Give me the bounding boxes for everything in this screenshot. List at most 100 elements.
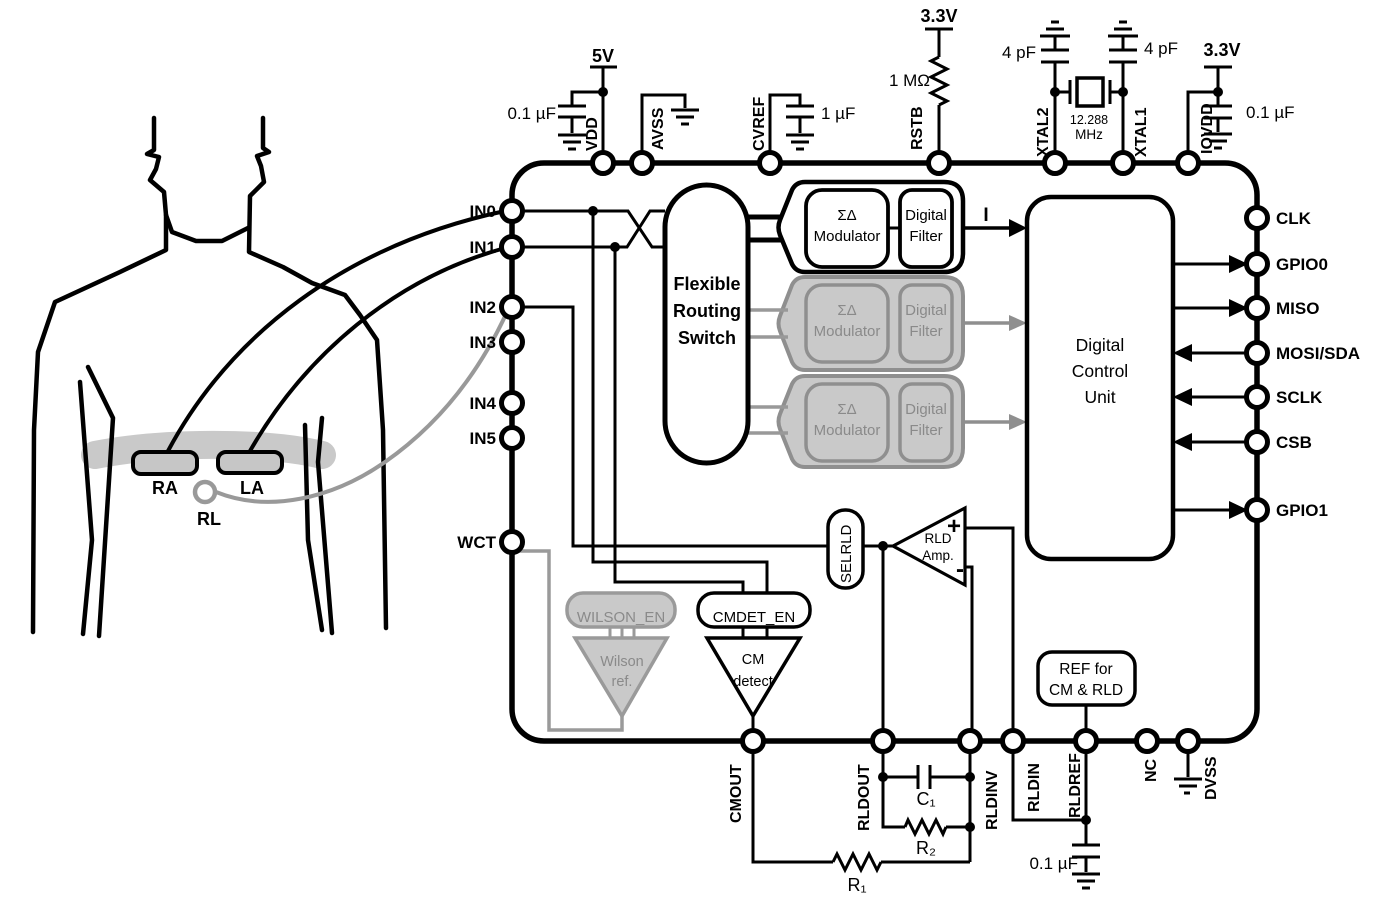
pin-xtal2: [1042, 150, 1068, 176]
cvref-net: [768, 93, 814, 152]
iovdd-cap-ground: [1204, 132, 1232, 150]
pin-cvref: [757, 150, 783, 176]
pin-label-in1: IN1: [470, 238, 496, 257]
lead-wire-la-to-in1: [248, 246, 507, 453]
rld-amp-label1: RLD: [924, 531, 951, 546]
rldref-net: [1072, 748, 1100, 872]
channel3-modulator-label2: Modulator: [814, 422, 881, 439]
rld-amp-triangle: [889, 505, 967, 588]
pin-label-rldin: RLDIN: [1026, 763, 1043, 812]
cmdet-en-label: CMDET_EN: [713, 609, 796, 626]
body-figure: [30, 115, 389, 639]
channel1-filter-box: [898, 188, 954, 269]
avss-ground: [671, 108, 699, 126]
body-left-outline: [30, 115, 169, 635]
rstb-resistor-label: 1 MΩ: [889, 71, 930, 90]
rstb-resistor: [927, 55, 951, 152]
pin-rldref: [1073, 728, 1099, 754]
junction-dots: [588, 87, 1223, 832]
channel1-modulator-label2: Modulator: [814, 228, 881, 245]
gpio1-arrowhead: [1229, 501, 1248, 519]
lead-wires: [166, 209, 509, 504]
pin-gpio1: [1244, 497, 1270, 523]
electrode-la-label: LA: [240, 478, 264, 498]
pin-label-in2: IN2: [470, 298, 496, 317]
cmout-net: [751, 748, 833, 864]
rld-amp-plus: +: [947, 513, 961, 540]
csb-arrowhead: [1173, 433, 1192, 451]
rldin-net: [1011, 748, 1086, 822]
crystal-freq-label2: MHz: [1075, 127, 1103, 142]
pin-in2: [499, 294, 525, 320]
dcu-box: [1024, 194, 1176, 562]
pin-label-xtal1: XTAL1: [1133, 107, 1150, 157]
pin-sclk: [1244, 384, 1270, 410]
cm-detect-triangle: [703, 636, 804, 720]
pin-rldinv: [957, 728, 983, 754]
chip-pins: [499, 150, 1270, 754]
pin-label-cmout: CMOUT: [728, 764, 745, 823]
pin-rldout: [870, 728, 896, 754]
pin-label-rstb: RSTB: [909, 106, 926, 150]
mosi-arrowhead: [1173, 344, 1192, 362]
lead-wire-rl-to-in2: [214, 310, 509, 504]
channel1-filter-label1: Digital: [905, 207, 947, 224]
routing-switch-label2: Routing: [673, 301, 741, 321]
pin-dvss: [1175, 728, 1201, 754]
wire-in1-cross: [516, 209, 665, 249]
pin-label-sclk: SCLK: [1276, 388, 1323, 407]
rldref-cap-ground: [1072, 872, 1100, 890]
wilson-ref-label1: Wilson: [600, 654, 644, 670]
external-top: [558, 20, 1232, 152]
internal-wires: [516, 209, 1248, 736]
sclk-arrowhead: [1173, 388, 1192, 406]
junction-rldout-c1: [878, 772, 888, 782]
pin-label-cvref: CVREF: [751, 97, 768, 151]
wilson-en-box: [565, 591, 677, 629]
vdd-supply-net: [558, 65, 617, 152]
pin-in1: [499, 234, 525, 260]
avss-net: [640, 93, 687, 152]
cm-detect-label1: CM: [742, 652, 765, 668]
wire-in0-cross: [516, 209, 665, 249]
channel1-modulator-label1: ΣΔ: [837, 207, 856, 224]
wire-rldamp-plus-to-rldin: [965, 526, 1015, 736]
pin-label-iovdd: IOVDD: [1199, 103, 1216, 154]
pin-wct: [499, 529, 525, 555]
junction-rldinv-r2: [965, 822, 975, 832]
cvref-cap-label: 1 µF: [821, 104, 855, 123]
body-left-armpit: [85, 364, 116, 639]
pin-label-mosi-sda: MOSI/SDA: [1276, 344, 1360, 363]
c1-label: C₁: [916, 789, 935, 809]
pin-mosi-sda: [1244, 340, 1270, 366]
pin-label-gpio0: GPIO0: [1276, 255, 1328, 274]
routing-switch-box: [662, 182, 751, 466]
ref-box-label2: CM & RLD: [1049, 682, 1123, 699]
pin-in0: [499, 198, 525, 224]
channel1-output-arrowhead: [1009, 219, 1027, 237]
pin-label-xtal2: XTAL2: [1035, 107, 1052, 157]
cap-c1: [883, 765, 970, 789]
channel1: ΣΔ Modulator Digital Filter: [776, 179, 966, 275]
pin-label-in0: IN0: [470, 202, 496, 221]
cmdet-en-box: [696, 591, 812, 629]
vdd-supply-label: 5V: [592, 46, 614, 66]
gpio0-arrowhead: [1229, 255, 1248, 273]
pin-label-in5: IN5: [470, 429, 496, 448]
pin-clk: [1244, 205, 1270, 231]
electrode-la: [216, 450, 284, 475]
junction-in0: [588, 206, 598, 216]
pin-label-in4: IN4: [470, 394, 497, 413]
top-pin-labels: VDD AVSS CVREF RSTB XTAL2 XTAL1 IOVDD: [584, 97, 1216, 157]
iovdd-net: [1186, 65, 1232, 152]
pin-xtal1: [1110, 150, 1136, 176]
vdd-cap-ground: [558, 133, 586, 151]
pin-label-clk: CLK: [1276, 209, 1312, 228]
channel3-filter-label1: Digital: [905, 401, 947, 418]
rldref-cap-label: 0.1 µF: [1029, 854, 1078, 873]
electrode-ra: [131, 450, 199, 476]
r2-label: R₂: [916, 838, 936, 858]
pin-in3: [499, 329, 525, 355]
